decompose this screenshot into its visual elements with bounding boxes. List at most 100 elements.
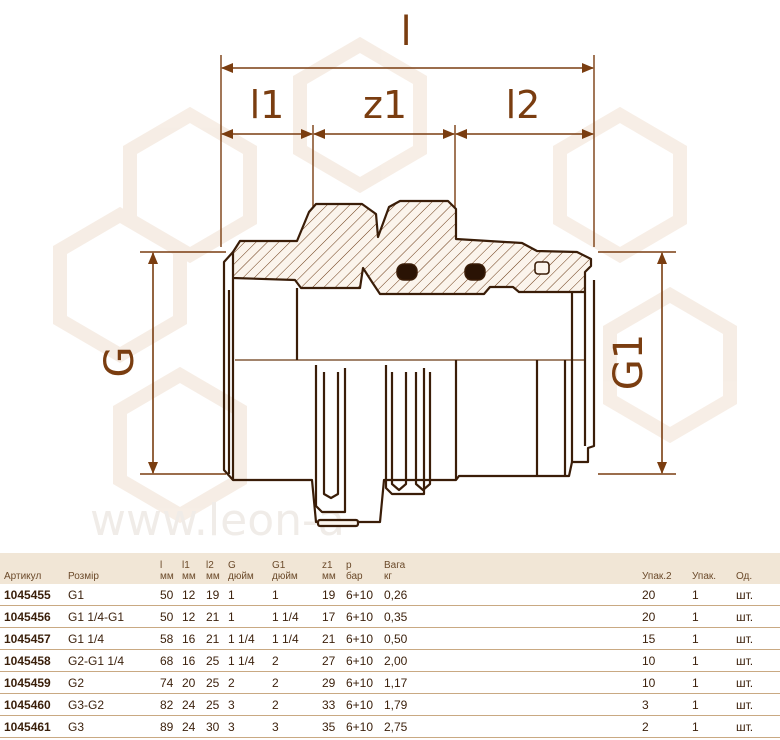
cell-article: 1045461 (0, 715, 66, 738)
col-p-name: p (346, 560, 352, 571)
cell-l: 82 (158, 693, 180, 716)
cell-weight: 2,00 (382, 649, 640, 672)
cell-l1: 16 (180, 649, 204, 672)
label-l2: l2 (506, 83, 541, 127)
cell-weight: 1,17 (382, 671, 640, 694)
cell-pack2: 10 (640, 671, 690, 694)
cell-pack: 1 (690, 671, 734, 694)
col-g1-unit: дюйм (272, 571, 298, 582)
cell-pack: 1 (690, 605, 734, 628)
col-l1-name: l1 (182, 560, 190, 571)
col-unit: Од. (736, 571, 753, 582)
cell-weight: 1,79 (382, 693, 640, 716)
cell-weight: 2,75 (382, 715, 640, 738)
cell-weight: 0,35 (382, 605, 640, 628)
col-l2-unit: мм (206, 571, 220, 582)
col-weight-name: Вага (384, 560, 406, 571)
col-size: Розмір (68, 571, 99, 582)
cell-p: 6+10 (344, 605, 382, 628)
cell-z1: 35 (320, 715, 344, 738)
cell-z1: 19 (320, 584, 344, 606)
cell-pack: 1 (690, 693, 734, 716)
cell-g: 2 (226, 671, 270, 694)
cell-l1: 24 (180, 715, 204, 738)
label-g: G (97, 347, 143, 378)
cell-l1: 16 (180, 627, 204, 650)
col-l-unit: мм (160, 571, 174, 582)
cell-p: 6+10 (344, 715, 382, 738)
cell-article: 1045459 (0, 671, 66, 694)
cell-l2: 25 (204, 671, 226, 694)
cell-p: 6+10 (344, 671, 382, 694)
cell-l1: 12 (180, 584, 204, 606)
cell-g1: 3 (270, 715, 320, 738)
cell-article: 1045456 (0, 605, 66, 628)
cell-l2: 21 (204, 605, 226, 628)
cell-weight: 0,50 (382, 627, 640, 650)
cell-l2: 25 (204, 693, 226, 716)
cell-pack2: 3 (640, 693, 690, 716)
cell-weight: 0,26 (382, 584, 640, 606)
cell-unit: шт. (734, 693, 780, 716)
cell-g: 3 (226, 693, 270, 716)
cell-l: 50 (158, 584, 180, 606)
cell-l: 89 (158, 715, 180, 738)
fitting-body-outline (222, 251, 596, 528)
cell-l: 68 (158, 649, 180, 672)
label-l: l (400, 9, 411, 55)
cell-z1: 17 (320, 605, 344, 628)
fitting-svg: www.leon-a l l1 z1 l2 G G1 (53, 9, 737, 546)
col-g-unit: дюйм (228, 571, 254, 582)
cell-l2: 21 (204, 627, 226, 650)
col-l1-unit: мм (182, 571, 196, 582)
cell-p: 6+10 (344, 627, 382, 650)
cell-article: 1045458 (0, 649, 66, 672)
cell-z1: 29 (320, 671, 344, 694)
cell-article: 1045457 (0, 627, 66, 650)
cell-pack: 1 (690, 627, 734, 650)
col-weight-unit: кг (384, 571, 393, 582)
cell-l2: 30 (204, 715, 226, 738)
cell-size: G1 (66, 584, 158, 606)
cell-unit: шт. (734, 627, 780, 650)
cell-pack2: 20 (640, 605, 690, 628)
cell-g: 1 (226, 584, 270, 606)
cell-g1: 1 1/4 (270, 627, 320, 650)
col-article: Артикул (4, 571, 42, 582)
fitting-drawing: www.leon-a l l1 z1 l2 G G1 (53, 9, 737, 546)
cell-size: G2 (66, 671, 158, 694)
o-ring-right (464, 263, 486, 281)
cell-g1: 1 1/4 (270, 605, 320, 628)
cell-l: 74 (158, 671, 180, 694)
cell-g1: 2 (270, 671, 320, 694)
cell-article: 1045460 (0, 693, 66, 716)
cell-g1: 1 (270, 584, 320, 606)
cell-g: 3 (226, 715, 270, 738)
label-z1: z1 (363, 83, 407, 127)
cell-p: 6+10 (344, 584, 382, 606)
col-z1-unit: мм (322, 571, 336, 582)
label-l1: l1 (250, 83, 285, 127)
cell-size: G3 (66, 715, 158, 738)
cell-l2: 19 (204, 584, 226, 606)
cell-size: G2-G1 1/4 (66, 649, 158, 672)
cell-article: 1045455 (0, 584, 66, 606)
label-g1: G1 (606, 334, 652, 390)
cell-pack2: 20 (640, 584, 690, 606)
cell-l1: 12 (180, 605, 204, 628)
cell-size: G3-G2 (66, 693, 158, 716)
